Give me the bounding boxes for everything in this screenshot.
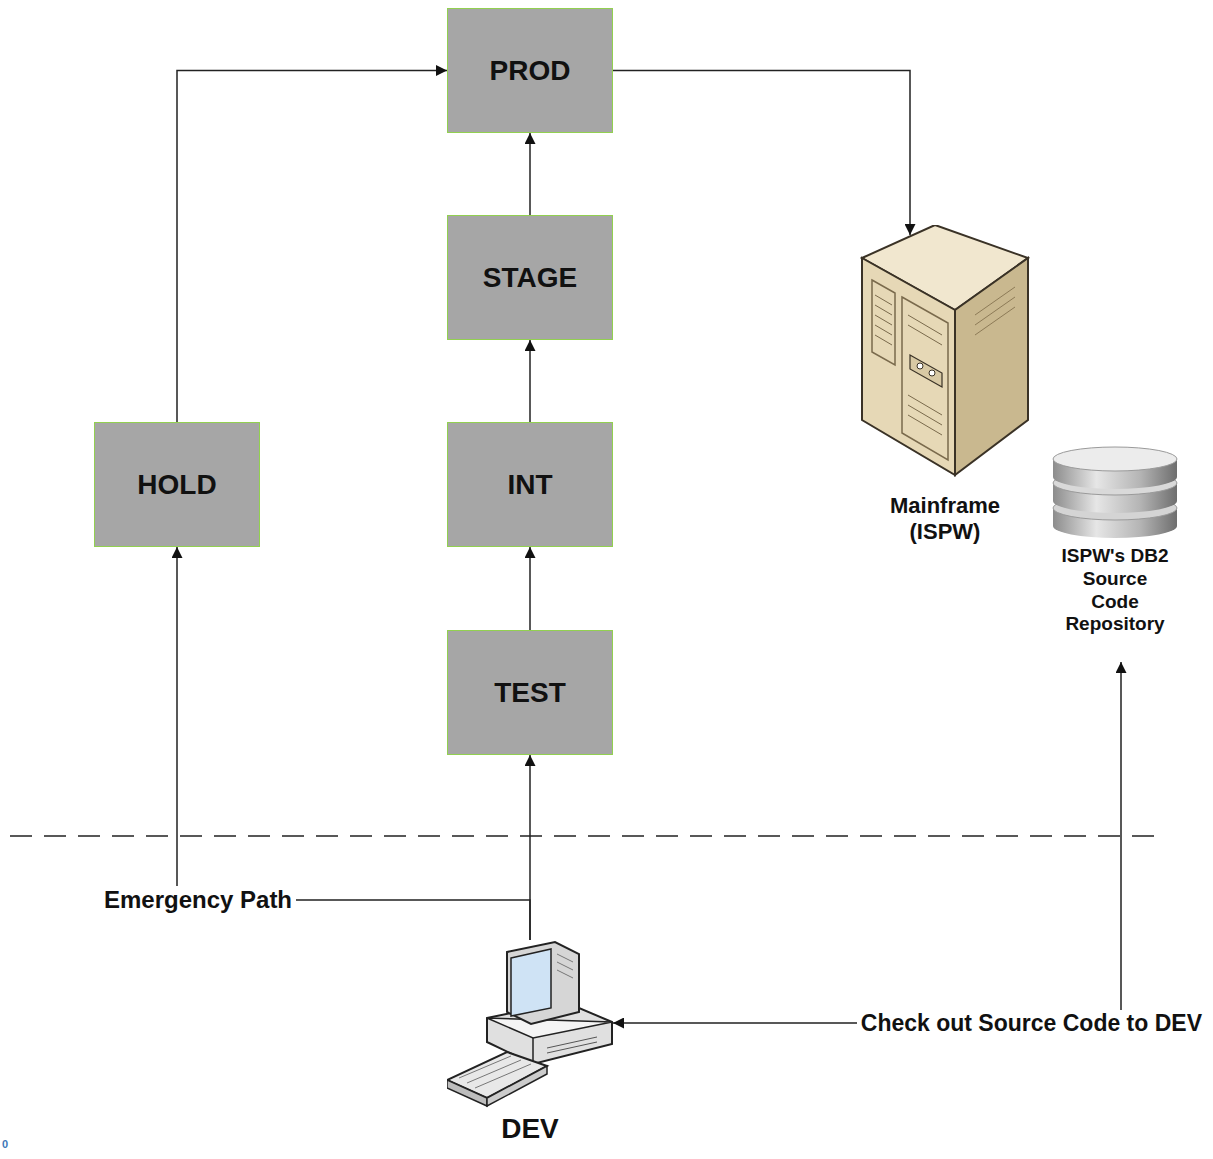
stage-label: TEST [494, 677, 566, 709]
page-number: 0 [2, 1138, 8, 1150]
stage-label: INT [507, 469, 552, 501]
connector-label: Check out Source Code to DEV [857, 1010, 1206, 1037]
boundary-dashed-line [10, 835, 1155, 837]
flow-connector [613, 662, 1121, 1023]
icon-label: ISPW's DB2 Source Code Repository [1059, 545, 1171, 636]
flow-connector [529, 340, 531, 422]
icon-label: Mainframe (ISPW) [865, 493, 1025, 546]
connector-label: Emergency Path [100, 886, 296, 914]
stage-label: STAGE [483, 262, 577, 294]
stage-box: HOLD [94, 422, 260, 547]
stage-box: INT [447, 422, 613, 547]
flow-connector [177, 71, 447, 423]
stage-label: HOLD [137, 469, 216, 501]
database-repository: ISPW's DB2 Source Code Repository [1045, 445, 1185, 660]
stage-box: TEST [447, 630, 613, 755]
stage-label: PROD [490, 55, 571, 87]
workstation: DEV [447, 940, 613, 1150]
mainframe-server: Mainframe (ISPW) [850, 225, 1040, 550]
icon-label: DEV [447, 1112, 613, 1146]
flow-connector [613, 71, 910, 236]
stage-box: PROD [447, 8, 613, 133]
stage-box: STAGE [447, 215, 613, 340]
flow-connector [529, 133, 531, 215]
flow-connector [529, 547, 531, 630]
